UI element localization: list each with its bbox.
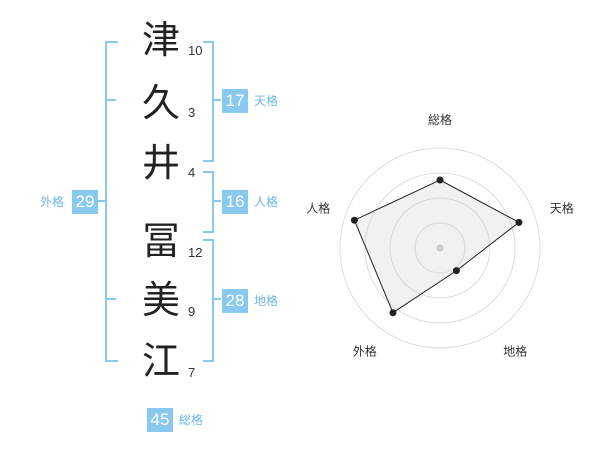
name-char-1: 津 bbox=[141, 18, 180, 62]
radar-axis-label-3: 地格 bbox=[503, 344, 527, 359]
radar-axis-label-2: 天格 bbox=[550, 200, 574, 215]
stroke-count-5: 9 bbox=[188, 304, 196, 319]
tenkaku-tick bbox=[212, 99, 221, 101]
stroke-count-1: 10 bbox=[188, 43, 203, 58]
radar-axis-label-4: 外格 bbox=[353, 344, 377, 359]
radar-point-3 bbox=[452, 267, 460, 275]
gaikaku-value: 29 bbox=[72, 190, 98, 214]
name-char-5: 美 bbox=[141, 278, 180, 322]
name-char-4: 冨 bbox=[141, 219, 180, 263]
chikaku-bracket bbox=[203, 239, 214, 362]
stroke-count-4: 12 bbox=[188, 245, 203, 260]
jinkaku-bracket bbox=[203, 171, 214, 233]
gaikaku-label: 外格 bbox=[40, 195, 65, 209]
radar-ring bbox=[339, 147, 541, 349]
radar-ring bbox=[414, 222, 466, 274]
radar-axis-label-5: 人格 bbox=[306, 200, 330, 215]
name-char-2: 久 bbox=[141, 81, 180, 125]
tenkaku-bracket bbox=[203, 41, 214, 162]
radar-center bbox=[436, 244, 444, 252]
tenkaku-label: 天格 bbox=[254, 94, 279, 108]
stroke-count-2: 3 bbox=[188, 105, 196, 120]
chikaku-label: 地格 bbox=[254, 294, 279, 308]
radar-ring bbox=[364, 172, 516, 324]
radar-series-polygon bbox=[353, 179, 520, 314]
radar-ring bbox=[389, 197, 491, 299]
stroke-count-3: 4 bbox=[188, 165, 196, 180]
gaikaku-mid-tick bbox=[98, 200, 107, 202]
name-char-3: 井 bbox=[141, 141, 180, 185]
radar-point-5 bbox=[350, 216, 358, 224]
stroke-count-6: 7 bbox=[188, 365, 196, 380]
tenkaku-value: 17 bbox=[222, 89, 248, 113]
radar-point-4 bbox=[389, 309, 397, 317]
chikaku-tick bbox=[212, 298, 221, 300]
jinkaku-label: 人格 bbox=[254, 195, 279, 209]
soukaku-label: 総格 bbox=[179, 413, 204, 427]
radar-axis-label-1: 総格 bbox=[428, 112, 452, 127]
gaikaku-inner-tick-top bbox=[107, 99, 116, 101]
jinkaku-value: 16 bbox=[222, 190, 248, 214]
soukaku-value: 45 bbox=[147, 408, 173, 432]
radar-point-2 bbox=[515, 218, 523, 226]
gaikaku-inner-tick-bottom bbox=[107, 298, 116, 300]
jinkaku-tick bbox=[212, 200, 221, 202]
name-char-6: 江 bbox=[141, 339, 180, 383]
chikaku-value: 28 bbox=[222, 289, 248, 313]
radar-point-1 bbox=[436, 176, 444, 184]
